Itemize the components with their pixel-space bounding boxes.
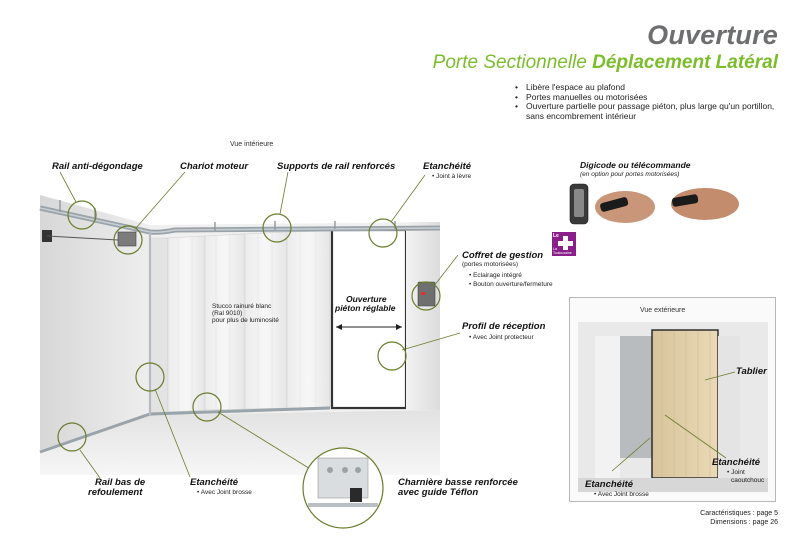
stucco-line-2: (Ral 9010)	[212, 310, 243, 317]
label-rail-bas-line-2: refoulement	[88, 487, 143, 498]
panel	[286, 230, 331, 409]
page-title: Ouverture	[647, 20, 778, 50]
label-etancheite-bottom: Etanchéité	[190, 477, 239, 488]
label-etancheite-left: Etanchéité	[585, 479, 634, 490]
label-etancheite-top: Etanchéité	[423, 161, 472, 172]
subtitle-bold: Déplacement Latéral	[592, 52, 778, 73]
feature-item: Ouverture partielle pour passage piéton,…	[512, 101, 792, 121]
pedestrian-opening	[330, 228, 408, 410]
feature-item: Portes manuelles ou motorisées	[512, 92, 792, 103]
drive-chain	[46, 235, 119, 241]
etancheite-right-sub-2: caoutchouc	[731, 477, 765, 484]
label-charniere-line-2: avec guide Téflon	[398, 487, 479, 498]
callout-lines	[59, 171, 461, 479]
interior-view-label: Vue intérieure	[230, 141, 274, 148]
exterior-view-label: Vue extérieure	[640, 307, 686, 314]
la-toulousaine-logo: Le La Toulousaine	[552, 232, 576, 256]
arrow-head-left	[336, 324, 342, 330]
panel	[167, 235, 206, 413]
stucco-line-1: Stucco rainuré blanc	[212, 303, 272, 310]
digicode-note: (en option pour portes motorisées)	[580, 171, 680, 178]
remote-control	[671, 194, 699, 207]
sub-joint-levre: Joint à lèvre	[432, 173, 471, 181]
arrow-head-right	[396, 324, 402, 330]
label-profil-reception: Profil de réception	[462, 321, 546, 332]
label-etancheite-right: Etanchéité	[712, 457, 761, 468]
etancheite-right-sub-1: Joint	[727, 469, 745, 477]
feature-list: Libère l'espace au plafond Portes manuel…	[512, 82, 792, 121]
label-digicode: Digicode ou télécommande	[580, 160, 691, 170]
hinge-screw	[327, 467, 333, 473]
subtitle-plain: Porte Sectionnelle	[432, 52, 593, 73]
etancheite-bottom-sub: Avec Joint brosse	[197, 489, 252, 497]
page-subtitle: Porte Sectionnelle Déplacement Latéral	[433, 52, 778, 74]
hinge-screw	[355, 467, 361, 473]
label-chariot-moteur: Chariot moteur	[180, 161, 249, 172]
label-tablier: Tablier	[736, 366, 767, 377]
keypad-face	[574, 189, 584, 217]
label-charniere-line-1: Charnière basse renforcée	[398, 477, 518, 488]
hinge-rail	[308, 503, 378, 507]
coffret-sub-eclairage: Eclairage intégré	[469, 272, 522, 280]
remote-control	[600, 197, 629, 212]
feature-item: Libère l'espace au plafond	[512, 82, 792, 93]
teflon-guide	[350, 488, 362, 502]
coffret-sub-bouton: Bouton ouverture/fermeture	[469, 281, 553, 289]
etancheite-left-sub: Avec Joint brosse	[594, 491, 649, 499]
stucco-line-3: pour plus de luminosité	[212, 317, 279, 324]
motor-carriage	[117, 231, 137, 247]
control-button	[421, 292, 425, 295]
right-wall	[406, 222, 440, 410]
hinge-screw	[342, 467, 348, 473]
label-supports-rail: Supports de rail renforcés	[277, 161, 396, 172]
panel-grooves	[177, 232, 317, 412]
callout-circles	[57, 200, 441, 452]
remote-photos	[569, 183, 739, 225]
label-rail-anti-degondage: Rail anti-dégondage	[52, 161, 143, 172]
profil-sub-joint: Avec Joint protecteur	[469, 334, 534, 342]
hand-photo	[595, 191, 655, 223]
label-rail-bas-line-1: Rail bas de	[95, 477, 146, 488]
door-panels	[149, 230, 331, 417]
left-wall	[40, 195, 150, 450]
label-coffret-gestion: Coffret de gestion	[462, 250, 544, 261]
label-ouverture-line-2: piéton réglable	[335, 303, 396, 313]
coffret-note: (portes motorisées)	[462, 261, 518, 268]
control-box	[417, 281, 436, 307]
ref-caracteristiques: Caractéristiques : page 5	[700, 510, 778, 517]
ref-dimensions: Dimensions : page 26	[710, 518, 778, 526]
interior-view	[39, 171, 461, 529]
label-ouverture-line-1: Ouverture	[346, 294, 387, 304]
panel	[149, 237, 169, 417]
page-references: Caractéristiques : page 5 Dimensions : p…	[700, 510, 778, 527]
